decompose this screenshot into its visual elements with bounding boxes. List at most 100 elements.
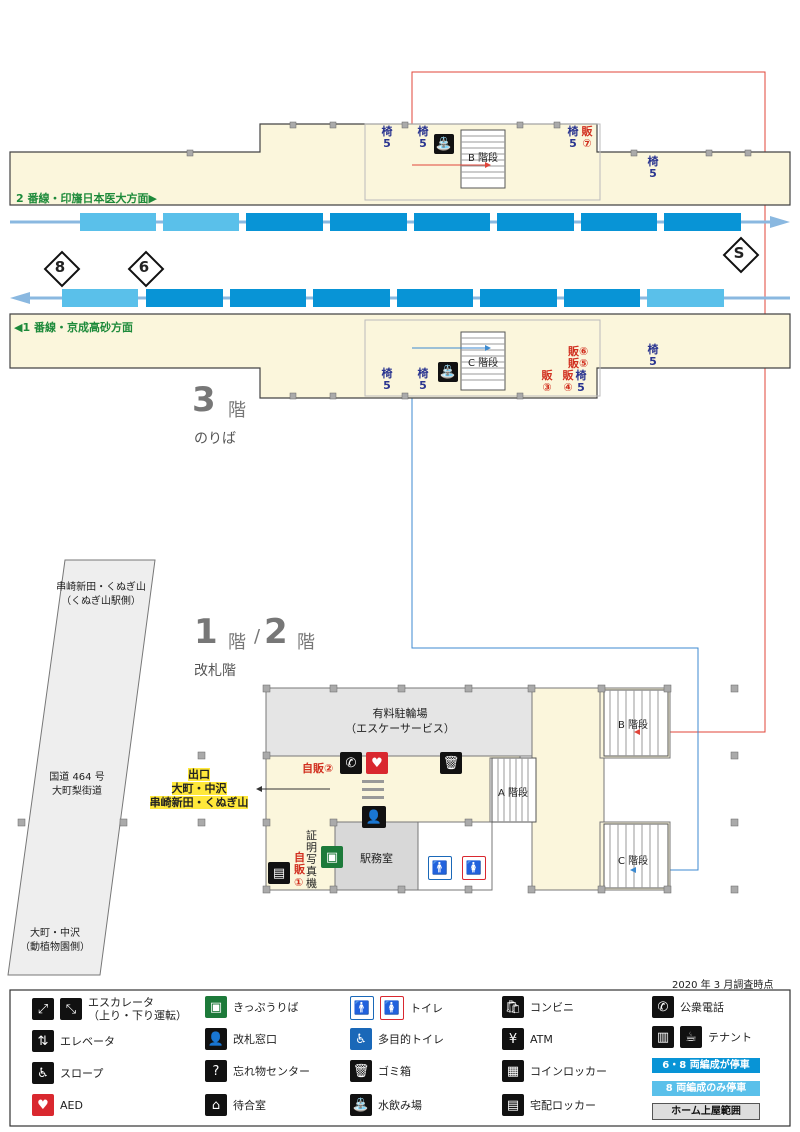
roof-range-lower	[364, 319, 601, 397]
toilet-female-icon: 🚺	[380, 996, 404, 1020]
roof-range-upper	[364, 123, 601, 201]
office-label: 駅務室	[360, 852, 393, 865]
photo-booth-label: 証明写真機	[306, 829, 317, 890]
waiting-room-icon: ⌂	[205, 1094, 227, 1116]
legend-slope: ♿スロープ	[32, 1062, 103, 1084]
elevator-icon: ⇅	[32, 1030, 54, 1052]
stair-c-label-1f: C 階段	[618, 856, 649, 867]
train-lower	[62, 289, 724, 307]
stair-a-label: A 階段	[498, 788, 529, 799]
gate-window-icon: 👤	[205, 1028, 227, 1050]
legend-toilet: 🚹 🚺 トイレ	[350, 996, 443, 1020]
survey-date: 2020 年 3 月調査時点	[672, 980, 774, 991]
car-marker-s: S	[733, 244, 745, 262]
floor3-label: のりば	[194, 431, 236, 447]
stair-b-1f	[603, 689, 669, 757]
legend-fountain: ⛲水飲み場	[350, 1094, 422, 1116]
legend-trash: 🗑ゴミ箱	[350, 1060, 411, 1082]
convenience-icon: 🛍	[502, 996, 524, 1018]
stair-c-1f	[603, 823, 669, 889]
coin-locker-icon: ▦	[502, 1060, 524, 1082]
legend-stop-8: 8 両編成のみ停車	[652, 1081, 760, 1096]
legend-gate-window: 👤改札窓口	[205, 1028, 277, 1050]
floor1-number: 1	[194, 612, 218, 652]
road-bot-1: 大町・中沢	[30, 928, 80, 939]
trash-icon: 🗑	[350, 1060, 372, 1082]
fountain-icon: ⛲	[438, 362, 458, 382]
legend-roof: ホーム上屋範囲	[652, 1103, 760, 1120]
slope-icon: ♿	[32, 1062, 54, 1084]
legend-multi-toilet: ♿多目的トイレ	[350, 1028, 444, 1050]
ticket-icon: ▣	[321, 846, 343, 868]
road-bot-2: （動植物園側）	[20, 942, 90, 953]
legend-delivery-locker: ▤宅配ロッカー	[502, 1094, 596, 1116]
toilet-male-icon: 🚹	[428, 856, 452, 880]
floor2-unit: 階	[297, 632, 315, 653]
road	[7, 559, 156, 976]
delivery-locker-icon: ▤	[502, 1094, 524, 1116]
stair-b-label-3f: B 階段	[468, 153, 499, 164]
platform-1	[9, 313, 791, 399]
toilet-male-icon: 🚹	[350, 996, 374, 1020]
lost-found-icon: ?	[205, 1060, 227, 1082]
stair-b-3f	[460, 129, 506, 189]
aed-icon: ♥	[32, 1094, 54, 1116]
parking-sub: （エスケーサービス）	[345, 722, 455, 735]
escalator-icon: ⤡	[60, 998, 82, 1020]
fountain-icon: ⛲	[350, 1094, 372, 1116]
legend-convenience: 🛍コンビニ	[502, 996, 574, 1018]
car-marker-6: 6	[138, 258, 150, 276]
floor1-unit: 階	[228, 632, 246, 653]
legend-lost-found: ?忘れ物センター	[205, 1060, 310, 1082]
vending-2-1f: 自販②	[302, 762, 334, 775]
fountain-icon: ⛲	[434, 134, 454, 154]
tenant-cafe-icon: ☕	[680, 1026, 702, 1048]
route-red-line	[411, 71, 766, 733]
stair-c-3f	[460, 331, 506, 391]
train-upper	[80, 213, 741, 231]
toilet-female-icon: 🚺	[462, 856, 486, 880]
delivery-locker-icon: ▤	[268, 862, 290, 884]
exit-sign: 出口 大町・中沢 串崎新田・くぬぎ山	[149, 768, 249, 809]
legend-atm: ¥ATM	[502, 1028, 553, 1050]
legend-escalator: ⤢ ⤡ エスカレータ（上り・下り運転）	[32, 996, 187, 1022]
trash-icon: 🗑	[440, 752, 462, 774]
legend-elevator: ⇅エレベータ	[32, 1030, 115, 1052]
legend-phone: ✆公衆電話	[652, 996, 724, 1018]
vending-5: 販⑤	[568, 357, 589, 370]
platform-2-direction: 2 番線・印旛日本医大方面▶	[16, 192, 157, 205]
phone-icon: ✆	[340, 752, 362, 774]
car-marker-8: 8	[54, 258, 66, 276]
legend-aed: ♥AED	[32, 1094, 83, 1116]
legend-waiting: ⌂待合室	[205, 1094, 266, 1116]
stair-c-label-3f: C 階段	[468, 358, 499, 369]
legend-ticket: ▣きっぷうりば	[205, 996, 299, 1018]
phone-icon: ✆	[652, 996, 674, 1018]
legend-tenant: ▥ ☕ テナント	[652, 1026, 752, 1048]
floor3-unit: 階	[228, 400, 246, 421]
pillars-3f-upper	[186, 121, 752, 157]
road-mid-2: 大町梨街道	[52, 786, 102, 797]
pillars-3f-lower	[289, 392, 524, 400]
floor3-number: 3	[192, 380, 216, 420]
road-top-1: 串崎新田・くぬぎ山	[56, 582, 146, 593]
vending-1-1f: 自販	[294, 851, 305, 876]
tenant-icon: ▥	[652, 1026, 674, 1048]
pillars-1f	[17, 684, 739, 894]
stair-a-1f	[491, 757, 537, 823]
road-top-2: （くぬぎ山駅側）	[61, 596, 141, 607]
atm-icon: ¥	[502, 1028, 524, 1050]
road-mid-1: 国道 464 号	[49, 772, 105, 783]
floor12-label: 改札階	[194, 663, 236, 679]
platform-2	[9, 123, 791, 206]
